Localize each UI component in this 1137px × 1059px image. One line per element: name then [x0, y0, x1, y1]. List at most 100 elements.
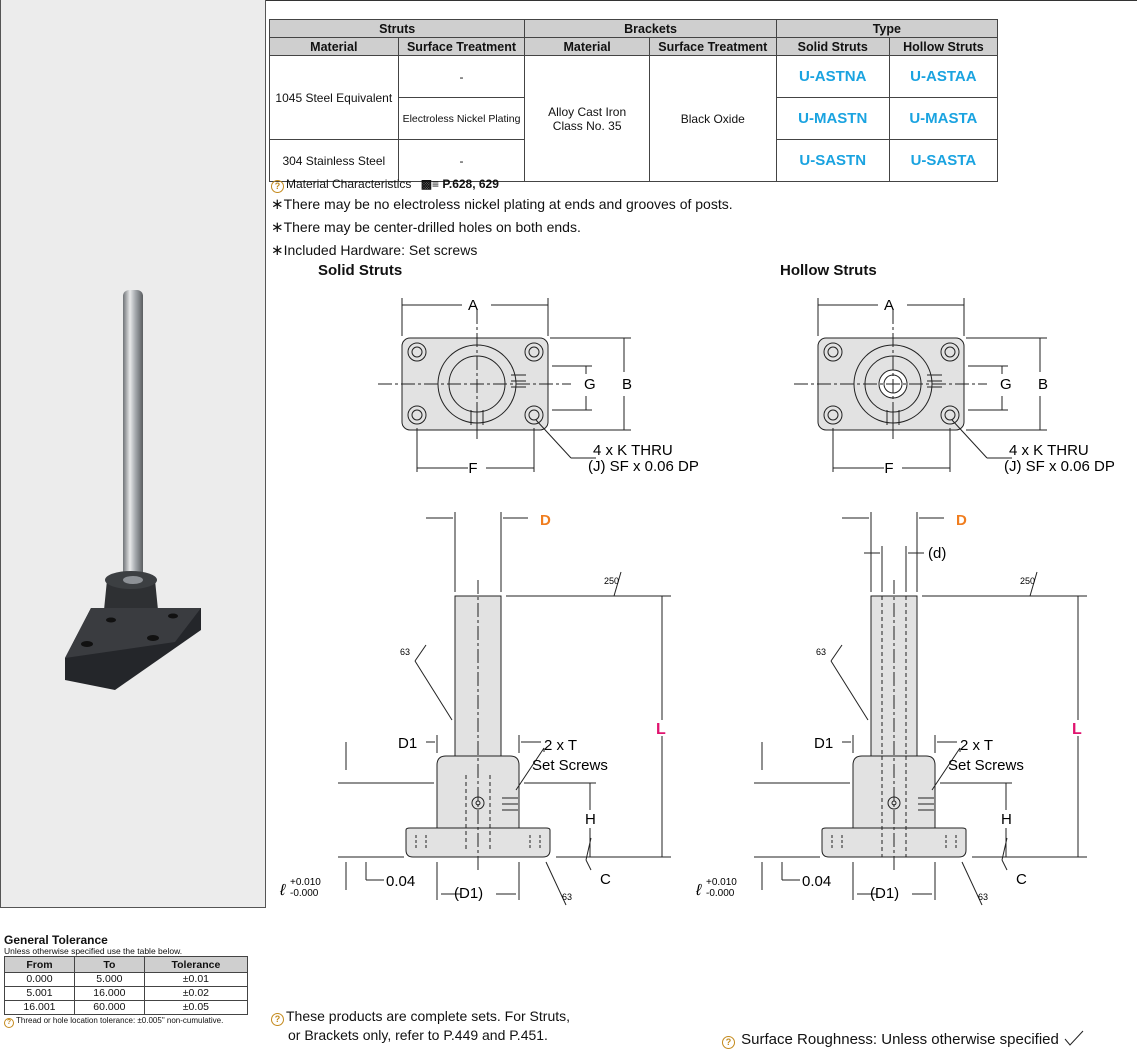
- general-tolerance-table: From To Tolerance 0.000 5.000 ±0.01 5.00…: [4, 956, 249, 1015]
- dim-label-setscrews: Set Screws: [532, 757, 608, 774]
- hollow-struts-drawing: A B G F 4 x K THRU (J) SF x 0.06 DP: [695, 297, 1115, 906]
- hint-icon: ?: [4, 1018, 14, 1028]
- dim-label-setscrews: Set Screws: [948, 757, 1024, 774]
- hint-icon: ?: [271, 180, 284, 193]
- header-solid: Solid Struts: [775, 37, 890, 56]
- dim-label-g: G: [1000, 376, 1012, 393]
- table-row: 1045 Steel Equivalent - Alloy Cast Iron …: [269, 55, 999, 182]
- tol-header-to: To: [73, 956, 145, 973]
- dim-label-d1: D1: [814, 735, 833, 752]
- table-row: 304 Stainless Steel - U-SASTN U-SASTA: [269, 139, 999, 182]
- dim-label-d: D: [540, 512, 551, 529]
- material-characteristics-ref[interactable]: P.628, 629: [442, 177, 499, 191]
- strut-surface-cell: Electroless Nickel Plating: [397, 97, 526, 140]
- table-row: 16.001 60.000 ±0.05: [4, 1000, 249, 1015]
- tol-ell: ℓ: [695, 882, 702, 899]
- hollow-struts-title: Hollow Struts: [780, 262, 877, 279]
- tol-sup: +0.010: [290, 877, 321, 888]
- hollow-code-cell[interactable]: U-SASTA: [888, 139, 999, 182]
- dim-label-a: A: [468, 297, 478, 314]
- tol-sub: -0.000: [290, 888, 319, 899]
- roughness-63: 63: [562, 892, 572, 902]
- header-type: Type: [775, 19, 999, 38]
- header-hollow: Hollow Struts: [888, 37, 999, 56]
- surface-roughness-note: ? Surface Roughness: Unless otherwise sp…: [722, 1029, 1085, 1049]
- dim-label-d: D: [956, 512, 967, 529]
- hollow-side-view: [754, 512, 1087, 906]
- dim-label-d1p: (D1): [870, 885, 899, 902]
- solid-code-cell[interactable]: U-SASTN: [775, 139, 890, 182]
- material-characteristics-note: ?Material Characteristics ▩≡ P.628, 629: [271, 176, 733, 193]
- dim-label-gap: 0.04: [802, 873, 831, 890]
- table-row: Electroless Nickel Plating U-MASTN U-MAS…: [270, 97, 999, 140]
- strut-material-cell: 304 Stainless Steel: [269, 139, 399, 182]
- dim-label-tee: 2 x T: [960, 737, 993, 754]
- tol-sup: +0.010: [706, 877, 737, 888]
- solid-struts-drawing: A B G F 4 x K THRU (J) SF x 0.06 DP: [279, 297, 699, 906]
- dim-label-c: C: [1016, 871, 1027, 888]
- roughness-250: 250: [1020, 576, 1035, 586]
- top-rule: [0, 0, 1137, 1]
- strut-surface-cell: -: [397, 139, 526, 182]
- solid-struts-title: Solid Struts: [318, 262, 403, 279]
- header-struts: Struts: [268, 19, 526, 38]
- note-line: ∗There may be center-drilled holes on bo…: [271, 219, 581, 236]
- complete-sets-note: ?These products are complete sets. For S…: [271, 1007, 570, 1045]
- note-line: ∗There may be no electroless nickel plat…: [271, 196, 733, 213]
- dim-label-gap: 0.04: [386, 873, 415, 890]
- general-tolerance-subtitle: Unless otherwise specified use the table…: [4, 946, 183, 956]
- dim-label-d1p: (D1): [454, 885, 483, 902]
- tol-header-tolerance: Tolerance: [143, 956, 249, 973]
- dim-label-tee: 2 x T: [544, 737, 577, 754]
- header-strut-material: Material: [269, 37, 399, 56]
- header-bracket-surface: Surface Treatment: [648, 37, 777, 56]
- tol-sub: -0.000: [706, 888, 735, 899]
- dim-label-l: L: [656, 721, 666, 738]
- roughness-63: 63: [816, 647, 826, 657]
- dim-label-b: B: [1038, 376, 1048, 393]
- roughness-63: 63: [978, 892, 988, 902]
- dim-label-thru: 4 x K THRU: [593, 442, 673, 459]
- general-tolerance-block: General Tolerance Unless otherwise speci…: [4, 933, 249, 1028]
- bracket-material-line2: Class No. 35: [552, 118, 622, 133]
- bracket-material-line1: Alloy Cast Iron: [548, 104, 627, 119]
- solid-code-cell[interactable]: U-ASTNA: [775, 55, 890, 98]
- strut-surface-cell: -: [397, 55, 526, 98]
- product-photo-panel: [0, 0, 266, 908]
- dim-label-a: A: [884, 297, 894, 314]
- dim-label-thru: 4 x K THRU: [1009, 442, 1089, 459]
- dim-label-d1: D1: [398, 735, 417, 752]
- hollow-code-cell[interactable]: U-ASTAA: [888, 55, 999, 98]
- dim-label-c: C: [600, 871, 611, 888]
- strut-assembly-photo: [65, 290, 201, 690]
- product-spec-table: Struts Brackets Type Material Surface Tr…: [268, 19, 999, 182]
- technical-drawings: A B G F 4 x K THRU (J) SF x 0.06 DP: [279, 297, 1115, 906]
- notes-block: ?Material Characteristics ▩≡ P.628, 629 …: [271, 176, 733, 262]
- tolerance-footnote: ?Thread or hole location tolerance: ±0.0…: [4, 1016, 248, 1028]
- bracket-surface-cell: Black Oxide: [648, 55, 777, 182]
- dim-label-g: G: [584, 376, 596, 393]
- roughness-check-icon: [1064, 1030, 1084, 1046]
- bracket-material-cell: Alloy Cast Iron Class No. 35: [524, 55, 650, 182]
- header-brackets: Brackets: [524, 19, 777, 38]
- dim-label-h: H: [585, 811, 596, 828]
- solid-top-view: [378, 298, 631, 472]
- note-line: ∗Included Hardware: Set screws: [271, 242, 478, 259]
- dim-label-l: L: [1072, 721, 1082, 738]
- hollow-code-cell[interactable]: U-MASTA: [888, 97, 999, 140]
- tol-header-from: From: [4, 956, 75, 973]
- strut-material-cell: 1045 Steel Equivalent: [269, 55, 399, 140]
- hint-icon: ?: [271, 1013, 284, 1026]
- solid-side-view: [338, 512, 671, 906]
- dim-label-sf: (J) SF x 0.06 DP: [1004, 458, 1115, 475]
- dim-label-f: F: [468, 460, 477, 477]
- dim-label-f: F: [884, 460, 893, 477]
- table-row: 5.001 16.000 ±0.02: [4, 986, 249, 1001]
- header-strut-surface: Surface Treatment: [397, 37, 526, 56]
- roughness-250: 250: [604, 576, 619, 586]
- table-row: 0.000 5.000 ±0.01: [4, 972, 249, 987]
- solid-code-cell[interactable]: U-MASTN: [775, 97, 890, 140]
- general-tolerance-title: General Tolerance: [4, 933, 108, 947]
- roughness-63: 63: [400, 647, 410, 657]
- dim-label-h: H: [1001, 811, 1012, 828]
